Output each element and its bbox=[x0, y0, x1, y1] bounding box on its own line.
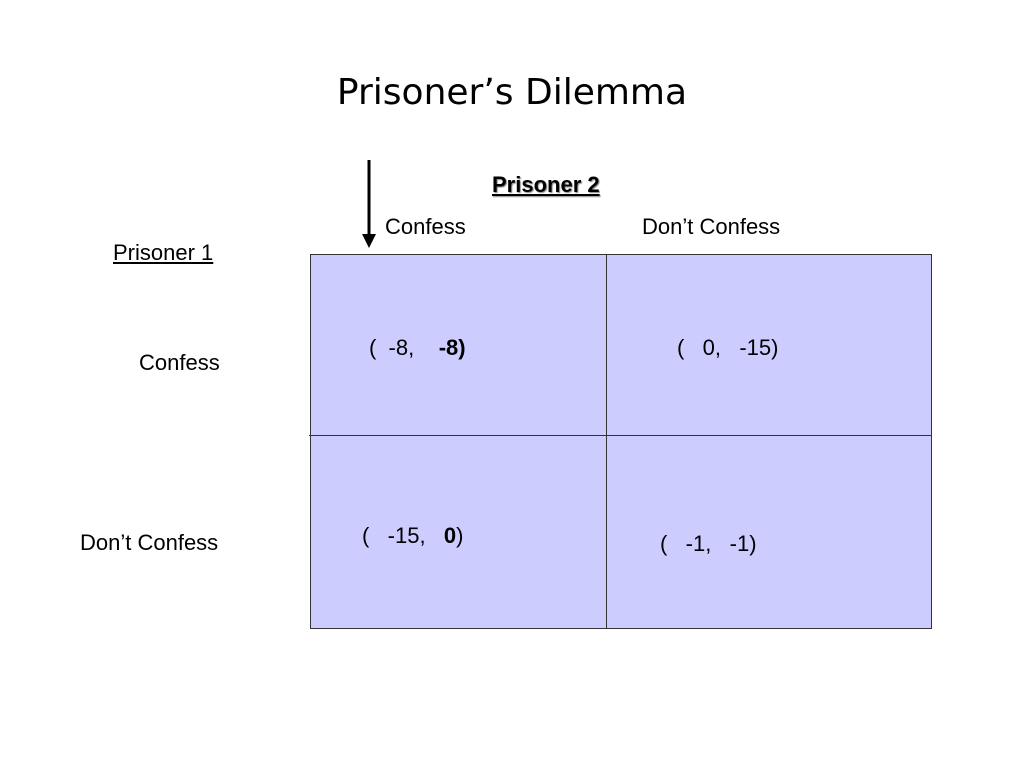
payoff-text: ( 0, -15) bbox=[677, 335, 779, 360]
row-header-dont-confess: Don’t Confess bbox=[80, 530, 219, 555]
payoff-cell-confess-dont: ( 0, -15) bbox=[677, 335, 778, 361]
payoff-text: ( -15, bbox=[362, 523, 444, 548]
payoff-text: ( -8, bbox=[369, 335, 439, 360]
payoff-cell-dont-dont: ( -1, -1) bbox=[660, 531, 757, 557]
matrix-vertical-divider bbox=[606, 255, 607, 628]
payoff-cell-confess-confess: ( -8, -8) bbox=[369, 335, 466, 361]
prisoner-2-label: Prisoner 2 bbox=[492, 172, 600, 197]
column-header-confess: Confess bbox=[385, 214, 466, 239]
matrix-horizontal-divider bbox=[309, 435, 931, 436]
slide-title: Prisoner’s Dilemma bbox=[336, 72, 688, 113]
column-header-dont-confess: Don’t Confess bbox=[642, 214, 781, 239]
payoff-close: ) bbox=[456, 523, 464, 548]
payoff-cell-dont-confess: ( -15, 0) bbox=[362, 523, 464, 549]
row-header-confess: Confess bbox=[139, 350, 220, 375]
payoff-matrix: ( -8, -8) ( 0, -15) ( -15, 0) ( -1, -1) bbox=[309, 254, 932, 629]
payoff-bold: -8) bbox=[438, 335, 466, 360]
payoff-text: ( -1, -1) bbox=[660, 531, 757, 556]
prisoner-1-label: Prisoner 1 bbox=[113, 240, 214, 265]
payoff-bold: 0 bbox=[443, 523, 457, 548]
down-arrow-icon bbox=[362, 160, 376, 248]
